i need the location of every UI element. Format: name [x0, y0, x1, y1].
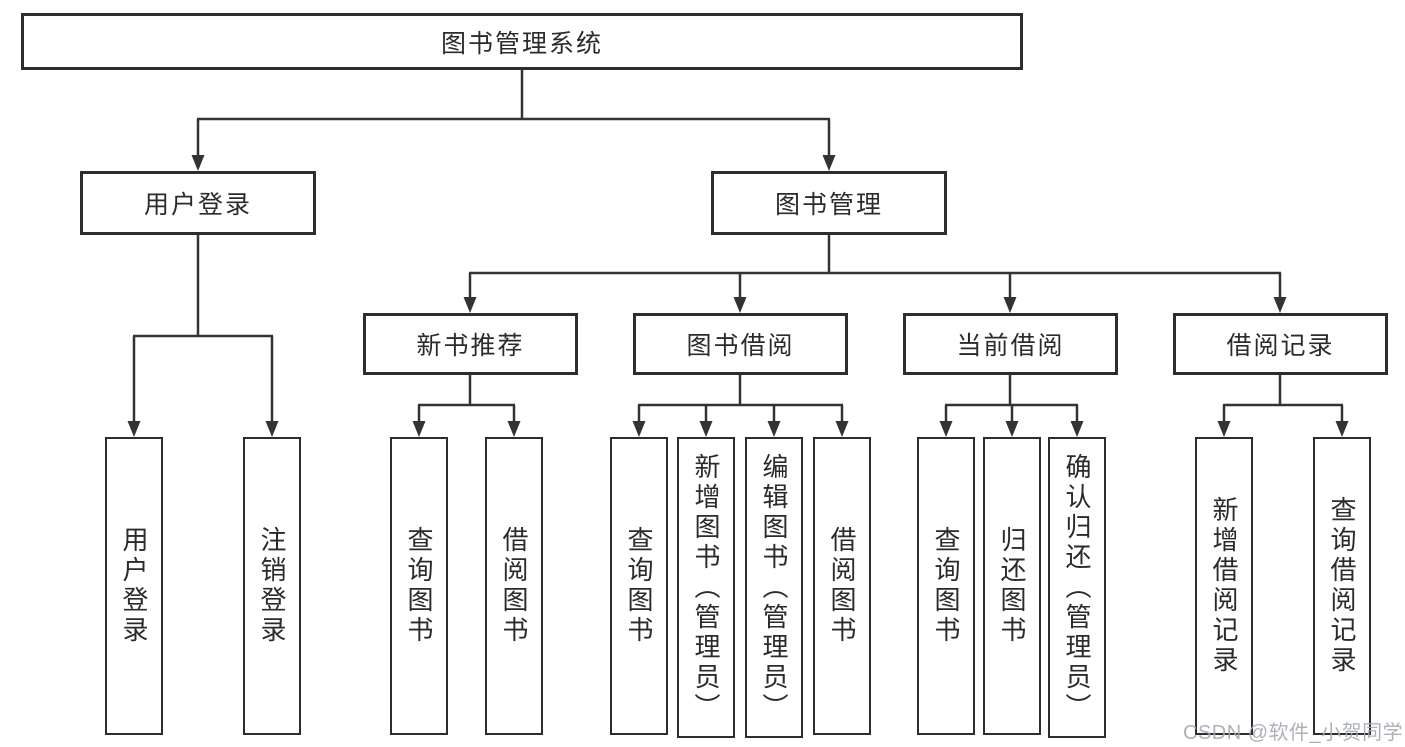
arrow-down-icon [412, 421, 426, 437]
arrow-down-icon [507, 421, 521, 437]
leaf-cb-confirm-return: 确认归还（管理员） [1048, 437, 1106, 738]
leaf-bb-borrow-book-label: 借阅图书 [827, 526, 857, 646]
connector-bookmgmt-to-level3 [468, 235, 1282, 299]
arrow-down-icon [835, 421, 849, 437]
leaf-bb-query-book: 查询图书 [610, 437, 668, 735]
arrow-down-icon [939, 421, 953, 437]
arrow-down-icon [1335, 421, 1349, 437]
leaf-cb-confirm-return-label: 确认归还（管理员） [1062, 452, 1092, 723]
arrowheads [127, 155, 1349, 437]
leaf-user-login: 用户登录 [105, 437, 163, 735]
leaf-logout-label: 注销登录 [257, 526, 287, 646]
leaf-bb-add-book-label: 新增图书（管理员） [691, 452, 721, 723]
leaf-user-login-label: 用户登录 [119, 526, 149, 646]
leaf-bb-add-book: 新增图书（管理员） [677, 437, 735, 738]
node-new-book-recommend-label: 新书推荐 [416, 332, 525, 360]
leaf-cb-query-book-label: 查询图书 [931, 526, 961, 646]
leaf-rec-query-book: 查询图书 [390, 437, 448, 735]
leaf-bb-edit-book: 编辑图书（管理员） [745, 437, 803, 738]
leaf-bb-edit-book-label: 编辑图书（管理员） [759, 452, 789, 723]
csdn-watermark: CSDN @软件_小贺同学 [1183, 722, 1404, 744]
connector-currentborrow-to-leaves [944, 375, 1079, 423]
node-book-management-label: 图书管理 [774, 191, 883, 219]
leaf-bb-borrow-book: 借阅图书 [813, 437, 871, 735]
arrow-down-icon [1273, 297, 1287, 313]
arrow-down-icon [1070, 421, 1084, 437]
leaf-rec-borrow-book-label: 借阅图书 [499, 526, 529, 646]
arrow-down-icon [767, 421, 781, 437]
arrow-down-icon [632, 421, 646, 437]
leaf-br-query-record-label: 查询借阅记录 [1327, 496, 1357, 676]
leaf-bb-query-book-label: 查询图书 [624, 526, 654, 646]
leaf-rec-borrow-book: 借阅图书 [485, 437, 543, 735]
arrow-down-icon [463, 297, 477, 313]
arrow-down-icon [127, 421, 141, 437]
node-root: 图书管理系统 [21, 13, 1023, 70]
connector-newbook-to-leaves [417, 375, 516, 423]
leaf-cb-query-book: 查询图书 [917, 437, 975, 735]
connector-borrowrecord-to-leaves [1222, 375, 1344, 423]
arrow-down-icon [822, 155, 836, 171]
arrow-down-icon [191, 155, 205, 171]
leaf-cb-return-book-label: 归还图书 [997, 526, 1027, 646]
node-book-management: 图书管理 [711, 171, 947, 235]
node-new-book-recommend: 新书推荐 [363, 313, 578, 375]
leaf-cb-return-book: 归还图书 [983, 437, 1041, 735]
arrow-down-icon [1005, 421, 1019, 437]
arrow-down-icon [265, 421, 279, 437]
node-user-login: 用户登录 [80, 171, 316, 235]
arrow-down-icon [699, 421, 713, 437]
connector-userlogin-to-leaves [132, 235, 274, 423]
arrow-down-icon [1217, 421, 1231, 437]
node-current-borrow-label: 当前借阅 [956, 332, 1065, 360]
node-book-borrow: 图书借阅 [633, 313, 848, 375]
node-current-borrow: 当前借阅 [903, 313, 1118, 375]
leaf-br-add-record-label: 新增借阅记录 [1209, 496, 1239, 676]
node-borrow-record-label: 借阅记录 [1226, 332, 1335, 360]
leaf-br-add-record: 新增借阅记录 [1195, 437, 1253, 735]
leaf-rec-query-book-label: 查询图书 [404, 526, 434, 646]
node-user-login-label: 用户登录 [143, 191, 252, 219]
node-book-borrow-label: 图书借阅 [686, 332, 795, 360]
connector-root-to-level2 [196, 70, 831, 156]
node-borrow-record: 借阅记录 [1173, 313, 1388, 375]
leaf-br-query-record: 查询借阅记录 [1313, 437, 1371, 735]
connector-bookborrow-to-leaves [637, 375, 844, 423]
arrow-down-icon [733, 297, 747, 313]
leaf-logout: 注销登录 [243, 437, 301, 735]
node-root-label: 图书管理系统 [440, 29, 603, 58]
arrow-down-icon [1003, 297, 1017, 313]
